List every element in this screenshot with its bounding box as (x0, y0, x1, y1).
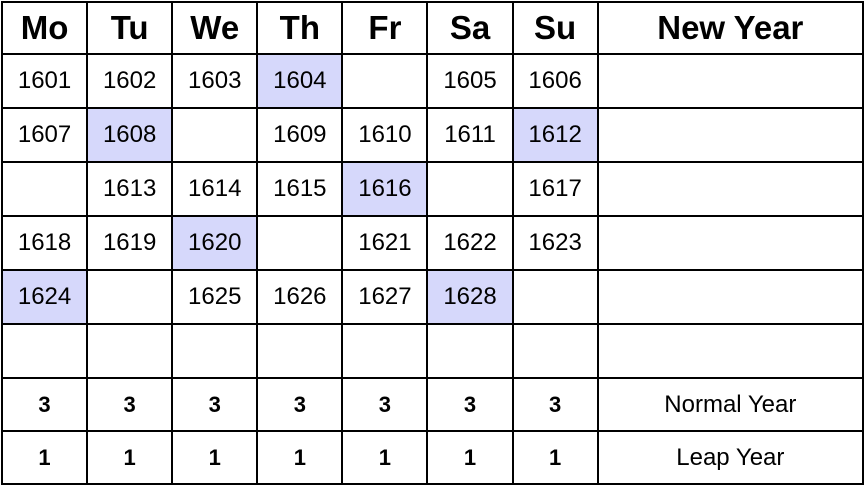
leap-year-cell: 1612 (511, 107, 599, 163)
new-year-cell (596, 161, 865, 217)
year-cell: 1619 (86, 215, 174, 271)
header-row: Mo Tu We Th Fr Sa Su New Year (0, 1, 865, 55)
year-cell (511, 323, 599, 379)
leap-year-cell: 1620 (171, 215, 259, 271)
normal-count-monday: 3 (0, 377, 89, 432)
leap-count-sunday: 1 (511, 430, 599, 485)
new-year-cell (596, 215, 865, 271)
normal-count-friday: 3 (341, 377, 429, 432)
normal-count-tuesday: 3 (86, 377, 174, 432)
leap-count-tuesday: 1 (86, 430, 174, 485)
year-cell (426, 323, 514, 379)
year-cell (171, 323, 259, 379)
year-cell (426, 161, 514, 217)
year-cell (256, 323, 344, 379)
header-friday: Fr (341, 1, 429, 55)
year-cell (0, 323, 89, 379)
year-cell: 1627 (341, 269, 429, 325)
normal-count-wednesday: 3 (171, 377, 259, 432)
header-new-year: New Year (596, 1, 865, 55)
year-cell (341, 53, 429, 109)
leap-count-thursday: 1 (256, 430, 344, 485)
year-cell: 1625 (171, 269, 259, 325)
normal-count-saturday: 3 (426, 377, 514, 432)
header-monday: Mo (0, 1, 89, 55)
header-sunday: Su (511, 1, 599, 55)
normal-year-label: Normal Year (596, 377, 865, 432)
year-cell: 1601 (0, 53, 89, 109)
year-cell: 1621 (341, 215, 429, 271)
year-cell (86, 269, 174, 325)
year-cell: 1617 (511, 161, 599, 217)
leap-count-monday: 1 (0, 430, 89, 485)
leap-year-cell: 1616 (341, 161, 429, 217)
header-tuesday: Tu (86, 1, 174, 55)
year-cell: 1613 (86, 161, 174, 217)
year-cell: 1603 (171, 53, 259, 109)
leap-year-label: Leap Year (596, 430, 865, 485)
new-year-cell (596, 323, 865, 379)
year-cell: 1606 (511, 53, 599, 109)
new-year-cell (596, 269, 865, 325)
new-year-cell (596, 107, 865, 163)
year-cell: 1614 (171, 161, 259, 217)
header-thursday: Th (256, 1, 344, 55)
year-cell: 1609 (256, 107, 344, 163)
leap-count-wednesday: 1 (171, 430, 259, 485)
leap-year-cell: 1624 (0, 269, 89, 325)
year-cell (86, 323, 174, 379)
year-cell (511, 269, 599, 325)
year-cell: 1605 (426, 53, 514, 109)
new-year-cell (596, 53, 865, 109)
leap-year-row: 1 1 1 1 1 1 1 Leap Year (0, 430, 865, 485)
year-cell (171, 107, 259, 163)
leap-year-cell: 1604 (256, 53, 344, 109)
year-cell (341, 323, 429, 379)
year-cell (0, 161, 89, 217)
header-wednesday: We (171, 1, 259, 55)
leap-year-cell: 1628 (426, 269, 514, 325)
year-cell: 1615 (256, 161, 344, 217)
year-cell (256, 215, 344, 271)
year-cell: 1607 (0, 107, 89, 163)
normal-count-thursday: 3 (256, 377, 344, 432)
leap-year-cell: 1608 (86, 107, 174, 163)
year-cell: 1611 (426, 107, 514, 163)
year-cell: 1623 (511, 215, 599, 271)
year-row (0, 323, 865, 379)
year-cell: 1602 (86, 53, 174, 109)
year-cell: 1610 (341, 107, 429, 163)
year-cell: 1622 (426, 215, 514, 271)
leap-count-friday: 1 (341, 430, 429, 485)
year-cell: 1626 (256, 269, 344, 325)
year-cell: 1618 (0, 215, 89, 271)
header-saturday: Sa (426, 1, 514, 55)
normal-count-sunday: 3 (511, 377, 599, 432)
normal-year-row: 3 3 3 3 3 3 3 Normal Year (0, 377, 865, 432)
leap-count-saturday: 1 (426, 430, 514, 485)
